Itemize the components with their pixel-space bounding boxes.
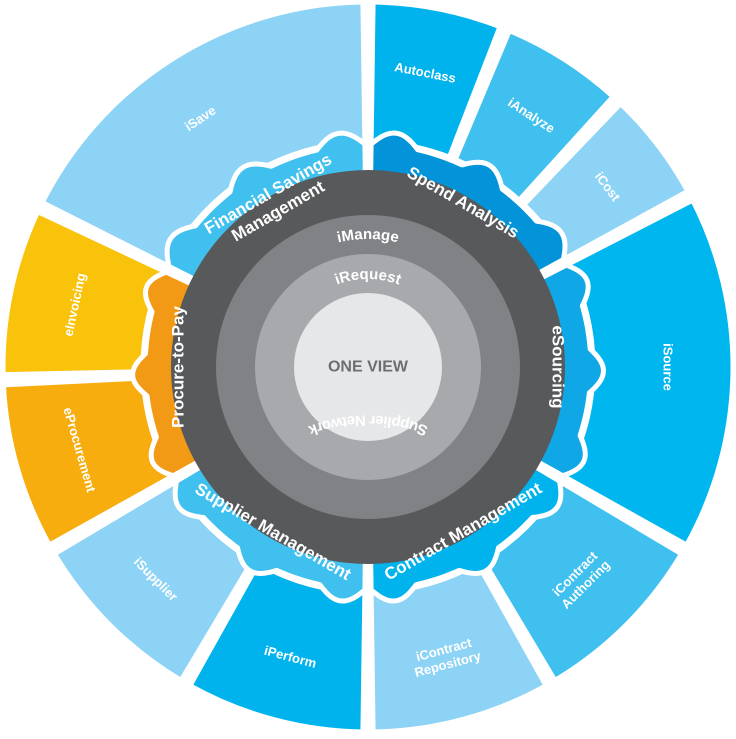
module-label-procure-to-pay-line: Procure-to-Pay (169, 306, 188, 428)
one-view-label: ONE VIEW (328, 359, 409, 376)
module-label-procure-to-pay: Procure-to-Pay (169, 306, 188, 428)
core-rings (171, 170, 565, 564)
module-label-esourcing-line: eSourcing (549, 325, 568, 408)
tool-label-isource-line: iSource (661, 343, 676, 391)
one-view-center (294, 293, 442, 441)
irequest-label: iRequest (333, 266, 404, 289)
imanage-label: iManage (335, 226, 400, 246)
tool-label-isource: iSource (661, 343, 676, 391)
module-label-esourcing: eSourcing (549, 325, 568, 408)
